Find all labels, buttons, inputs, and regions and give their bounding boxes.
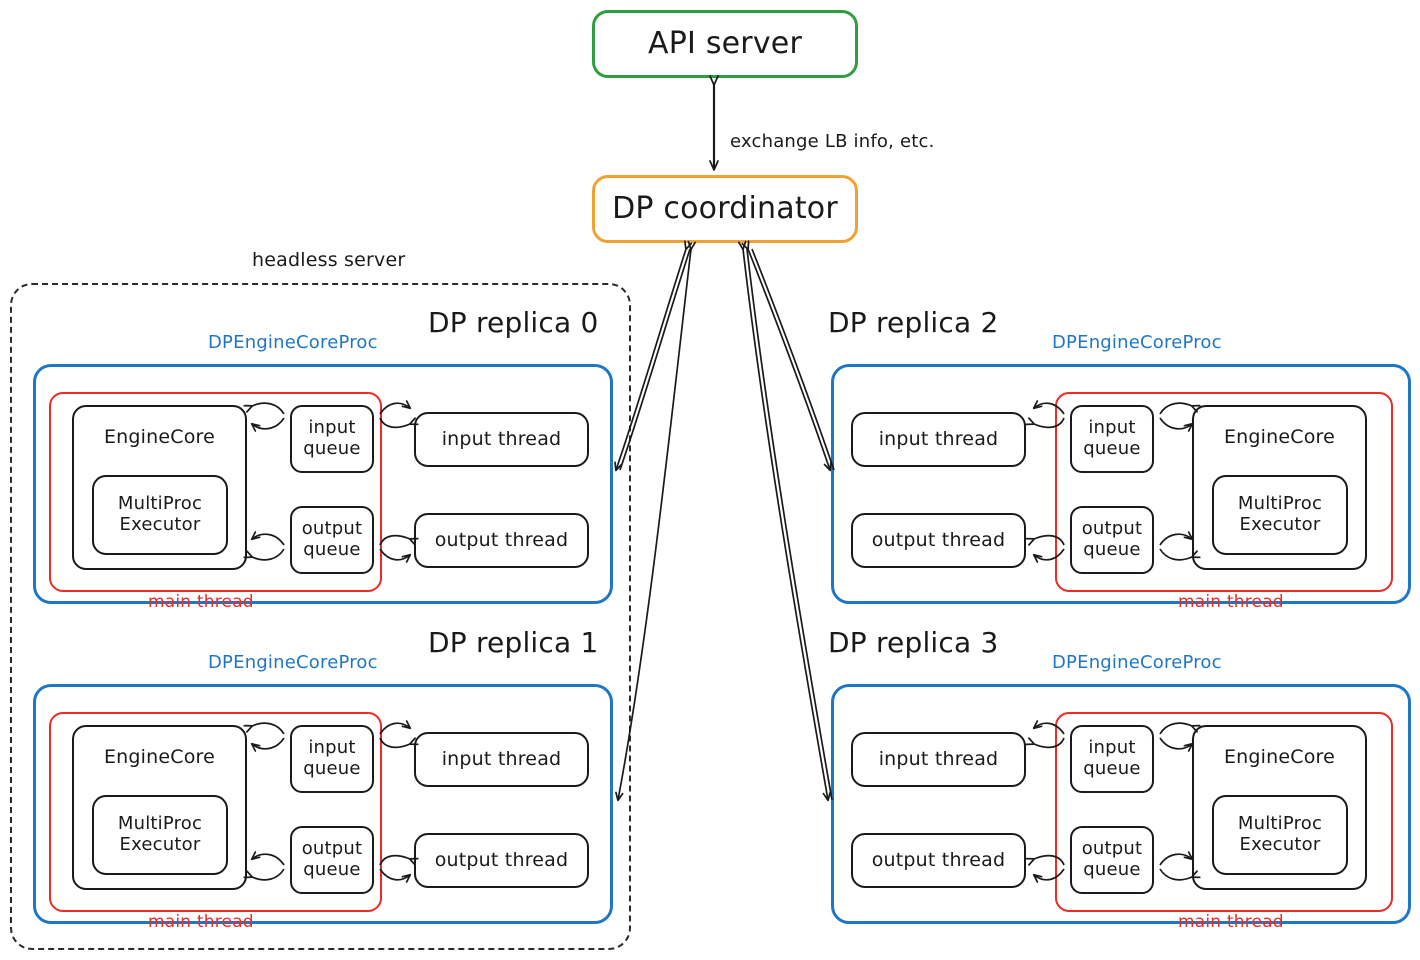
dp-replica-3-process-label: DPEngineCoreProc [1052, 652, 1222, 673]
output-thread-label: output thread [434, 528, 569, 551]
multiproc-executor-label: MultiProc Executor [117, 493, 203, 535]
dp-replica-1-process-label: DPEngineCoreProc [208, 652, 378, 673]
engine-core-label: EngineCore [1223, 426, 1336, 448]
dp-replica-2-input-queue[interactable]: input queue [1070, 405, 1154, 473]
dp-replica-1-process-frame [33, 684, 613, 924]
input-thread-label: input thread [441, 427, 562, 450]
output-queue-label: output queue [1081, 838, 1143, 880]
dp-replica-3-output-thread[interactable]: output thread [851, 833, 1026, 888]
dp-replica-3-title: DP replica 3 [828, 626, 999, 659]
edge-coordinator-replica-2 [748, 249, 835, 470]
dp-replica-0-output-thread[interactable]: output thread [414, 513, 589, 568]
dp-replica-2-output-thread[interactable]: output thread [851, 513, 1026, 568]
dp-replica-0-multiproc-executor[interactable]: MultiProc Executor [92, 475, 228, 555]
dp-replica-0-process-label: DPEngineCoreProc [208, 332, 378, 353]
dp-replica-3-process-frame [831, 684, 1411, 924]
input-queue-label: input queue [1083, 417, 1141, 459]
output-queue-label: output queue [1081, 518, 1143, 560]
edge-coordinator-replica-3 [743, 249, 833, 800]
input-thread-label: input thread [878, 747, 999, 770]
output-queue-label: output queue [301, 838, 363, 880]
dp-replica-2-process-label: DPEngineCoreProc [1052, 332, 1222, 353]
output-thread-label: output thread [871, 528, 1006, 551]
multiproc-executor-label: MultiProc Executor [1237, 813, 1323, 855]
dp-replica-3-multiproc-executor[interactable]: MultiProc Executor [1212, 795, 1348, 875]
input-thread-label: input thread [441, 747, 562, 770]
output-thread-label: output thread [434, 848, 569, 871]
input-queue-label: input queue [303, 417, 361, 459]
dp-coordinator-label: DP coordinator [612, 190, 838, 226]
multiproc-executor-label: MultiProc Executor [117, 813, 203, 855]
input-queue-label: input queue [1083, 737, 1141, 779]
input-thread-label: input thread [878, 427, 999, 450]
dp-replica-0-input-queue[interactable]: input queue [290, 405, 374, 473]
dp-replica-2-main-thread-frame [1055, 392, 1393, 592]
dp-replica-1-output-thread[interactable]: output thread [414, 833, 589, 888]
multiproc-executor-label: MultiProc Executor [1237, 493, 1323, 535]
dp-replica-1-input-queue[interactable]: input queue [290, 725, 374, 793]
dp-coordinator-node[interactable]: DP coordinator [592, 175, 858, 243]
dp-replica-0-input-thread[interactable]: input thread [414, 412, 589, 467]
dp-replica-0-process-frame [33, 364, 613, 604]
dp-replica-3-output-queue[interactable]: output queue [1070, 826, 1154, 894]
api-server-node[interactable]: API server [592, 10, 858, 78]
dp-replica-0-main-thread-frame [49, 392, 382, 592]
output-queue-label: output queue [301, 518, 363, 560]
dp-replica-0-title: DP replica 0 [428, 306, 599, 339]
exchange-lb-info-label: exchange LB info, etc. [730, 131, 935, 152]
dp-replica-2-multiproc-executor[interactable]: MultiProc Executor [1212, 475, 1348, 555]
output-thread-label: output thread [871, 848, 1006, 871]
engine-core-label: EngineCore [103, 746, 216, 768]
engine-core-label: EngineCore [103, 426, 216, 448]
dp-replica-1-input-thread[interactable]: input thread [414, 732, 589, 787]
dp-replica-3-input-thread[interactable]: input thread [851, 732, 1026, 787]
dp-replica-3-input-queue[interactable]: input queue [1070, 725, 1154, 793]
dp-replica-3-main-thread-label: main thread [1178, 912, 1284, 932]
dp-replica-0-output-queue[interactable]: output queue [290, 506, 374, 574]
dp-replica-2-output-queue[interactable]: output queue [1070, 506, 1154, 574]
dp-replica-1-output-queue[interactable]: output queue [290, 826, 374, 894]
dp-replica-3-main-thread-frame [1055, 712, 1393, 912]
dp-replica-1-main-thread-frame [49, 712, 382, 912]
dp-replica-1-title: DP replica 1 [428, 626, 599, 659]
dp-replica-1-main-thread-label: main thread [148, 912, 254, 932]
headless-server-label: headless server [252, 249, 406, 271]
dp-replica-2-input-thread[interactable]: input thread [851, 412, 1026, 467]
dp-replica-0-main-thread-label: main thread [148, 592, 254, 612]
input-queue-label: input queue [303, 737, 361, 779]
engine-core-label: EngineCore [1223, 746, 1336, 768]
dp-replica-2-main-thread-label: main thread [1178, 592, 1284, 612]
dp-replica-2-title: DP replica 2 [828, 306, 999, 339]
dp-replica-1-multiproc-executor[interactable]: MultiProc Executor [92, 795, 228, 875]
api-server-label: API server [648, 25, 802, 61]
